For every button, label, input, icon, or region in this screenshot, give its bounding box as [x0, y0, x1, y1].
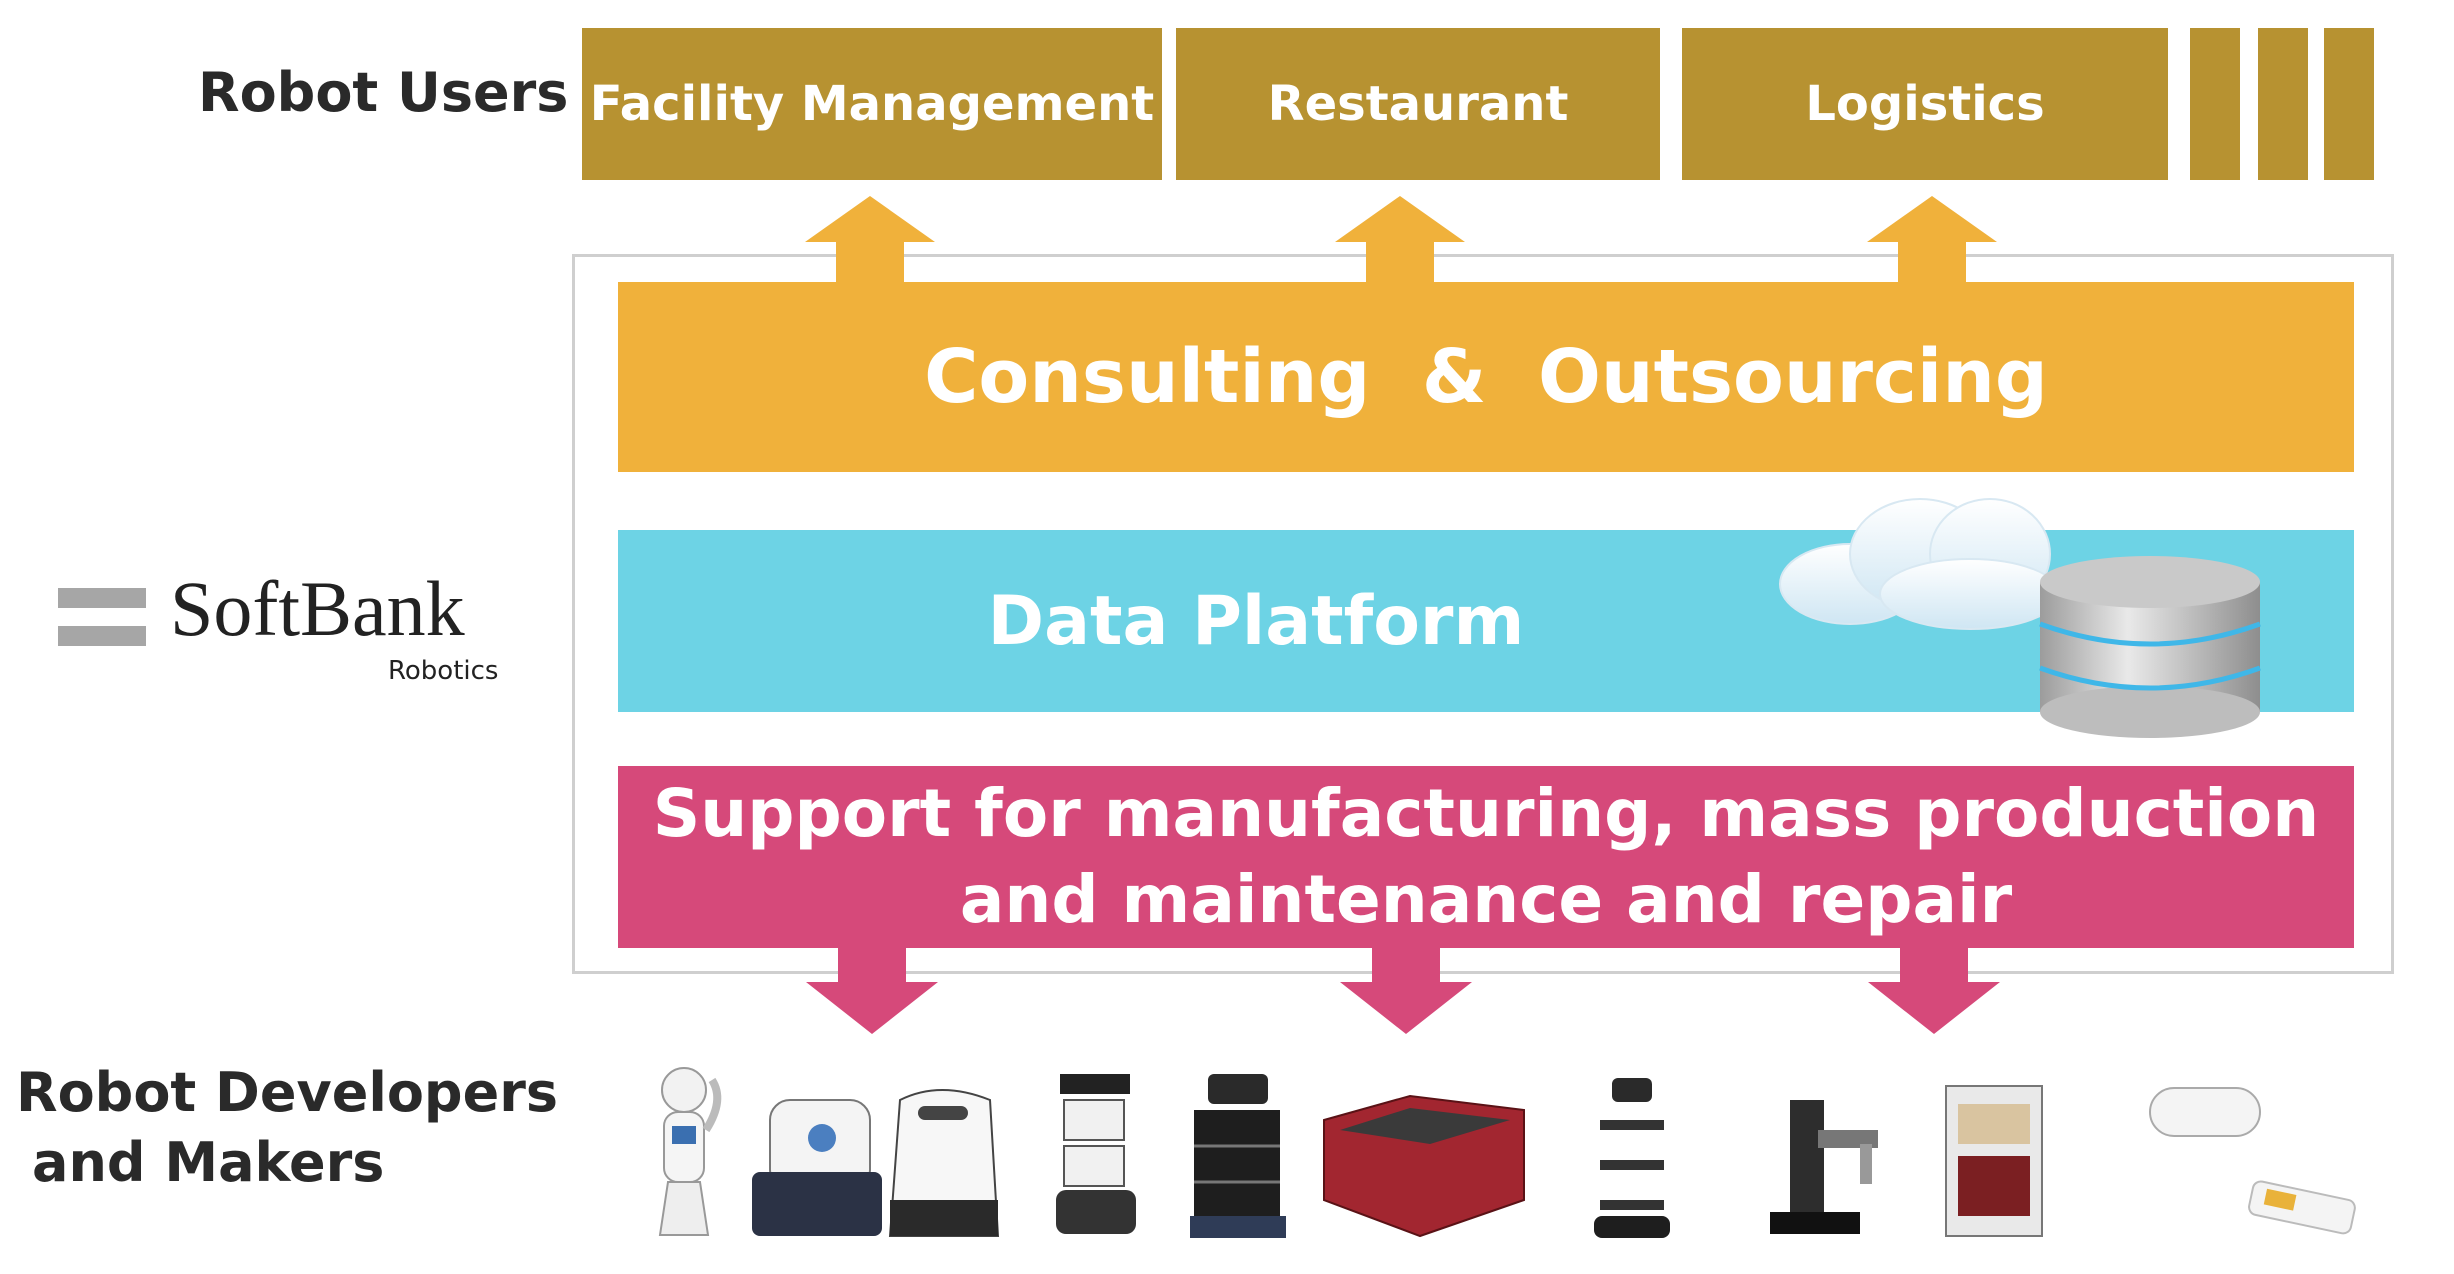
- support-text-line-1: Support for manufacturing, mass producti…: [652, 775, 2320, 853]
- user-more-3: [2324, 28, 2374, 180]
- small-device-icon: [2149, 1087, 2356, 1235]
- humanoid-robot-icon: [658, 1067, 722, 1236]
- robot-users-label: Robot Users: [198, 61, 569, 124]
- user-more-1: [2190, 28, 2240, 180]
- service-robot-icon: [888, 1089, 1000, 1237]
- consulting-outsourcing-band: Consulting & Outsourcing: [618, 282, 2354, 472]
- developers-label: Robot Developers and Makers: [16, 1058, 558, 1198]
- softbank-service-frame: [572, 254, 2394, 974]
- support-text-line-2: and maintenance and repair: [959, 861, 2013, 938]
- slim-tray-robot-icon: [1594, 1078, 1670, 1238]
- user-restaurant: Restaurant: [1176, 28, 1660, 180]
- softbank-logo: SoftBank Robotics: [58, 570, 518, 690]
- user-facility-management: Facility Management: [582, 28, 1162, 180]
- user-logistics: Logistics: [1682, 28, 2168, 180]
- developers-line-2: and Makers: [32, 1131, 385, 1195]
- up-arrow-3: [1867, 196, 1997, 282]
- up-arrow-1: [805, 196, 935, 282]
- up-arrow-2: [1335, 196, 1465, 282]
- support-band: Support for manufacturing, mass producti…: [618, 766, 2354, 948]
- developers-line-1: Robot Developers: [16, 1061, 558, 1124]
- shelf-robot-icon: [1190, 1074, 1286, 1238]
- consulting-text: Consulting & Outsourcing: [924, 334, 2048, 420]
- down-arrow-2: [1340, 948, 1472, 1034]
- brand-name: SoftBank: [170, 565, 465, 652]
- vending-machine-icon: [1945, 1085, 2043, 1237]
- database-icon: [2039, 556, 2261, 738]
- data-platform-text: Data Platform: [987, 581, 1525, 661]
- user-more-2: [2258, 28, 2308, 180]
- tray-robot-icon: [1056, 1074, 1136, 1234]
- down-arrow-3: [1868, 948, 2000, 1034]
- cloud-icon: [1779, 498, 2061, 630]
- industrial-machine-icon: [1323, 1094, 1525, 1238]
- softbank-bars-icon: [58, 588, 146, 646]
- robot-arm-icon: [1770, 1100, 1878, 1234]
- down-arrow-1: [806, 948, 938, 1034]
- robots-row: [658, 1067, 2356, 1238]
- cleaning-robot-icon: [752, 1099, 882, 1236]
- brand-sub: Robotics: [388, 656, 499, 686]
